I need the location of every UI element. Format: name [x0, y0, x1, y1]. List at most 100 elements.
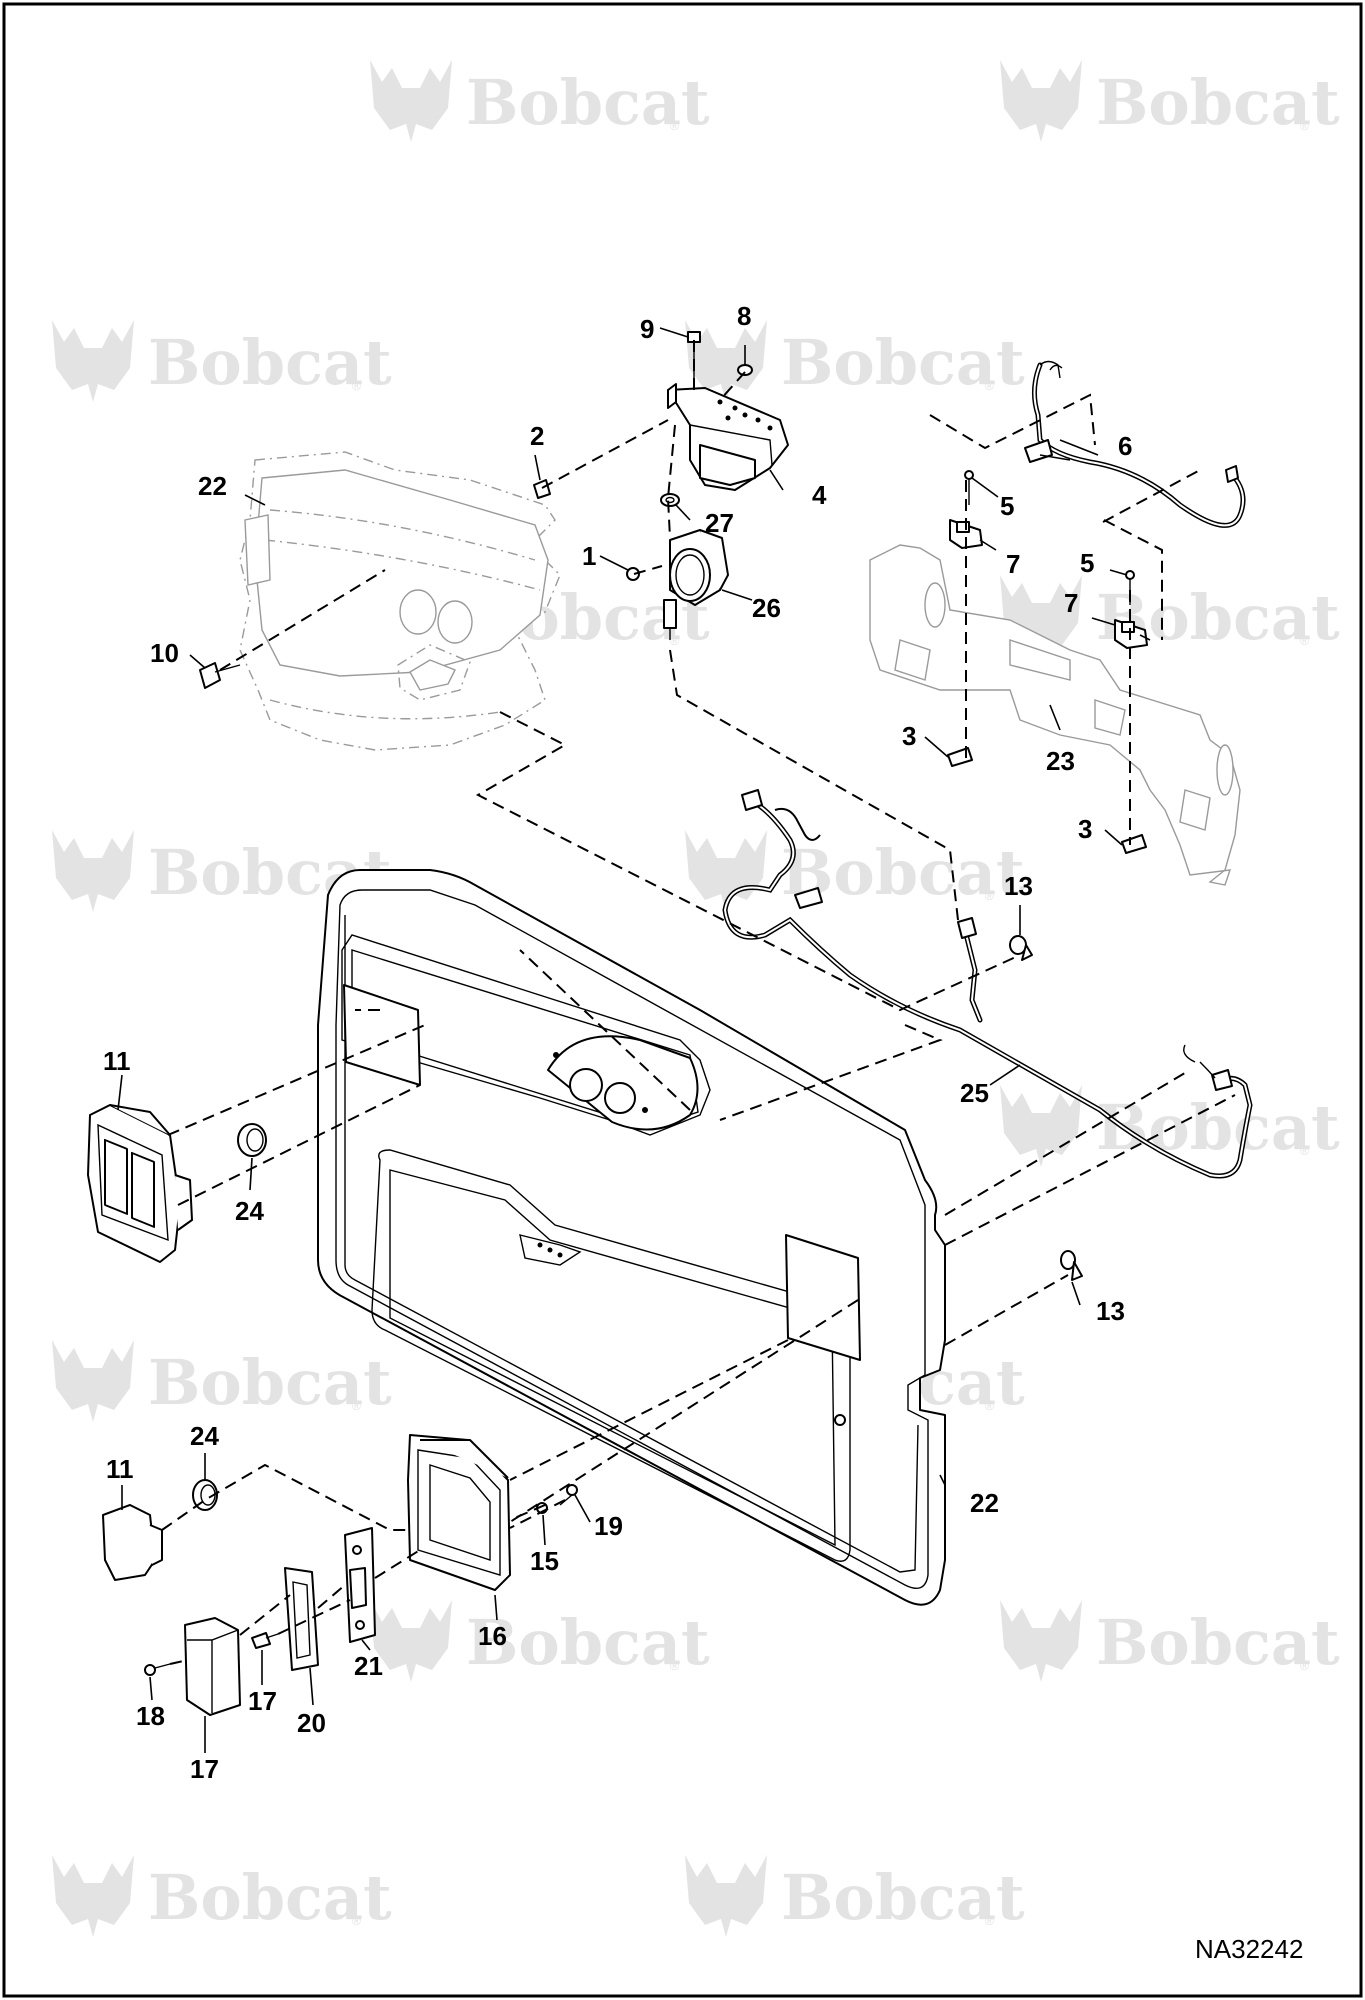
bracket-7a [949, 519, 983, 549]
watermark: Bobcat ® [370, 1600, 710, 1682]
callout-24b: 24 [190, 1421, 219, 1451]
harness-25 [722, 789, 1253, 1179]
callout-25: 25 [960, 1078, 989, 1108]
watermark-text: Bobcat [148, 326, 392, 399]
callout-11b: 11 [106, 1454, 134, 1484]
bobcat-logo-icon [1000, 60, 1082, 142]
watermark-registered: ® [352, 379, 361, 393]
bobcat-logo-icon [370, 1600, 452, 1682]
screw-19 [559, 1484, 578, 1506]
watermark-text: Bobcat [466, 66, 710, 139]
alarm-speaker [663, 529, 729, 640]
callout-1: 1 [582, 541, 596, 571]
callout-17a: 17 [248, 1686, 277, 1716]
watermark-registered: ® [670, 119, 679, 133]
callout-13a: 13 [1004, 871, 1033, 901]
bobcat-logo-icon [52, 1340, 134, 1422]
callout-8: 8 [737, 301, 751, 331]
switch-11b [102, 1504, 163, 1581]
spacer-27 [660, 493, 680, 507]
watermark-registered: ® [670, 1659, 679, 1673]
clip-13a [1009, 935, 1033, 961]
callout-16: 16 [478, 1621, 507, 1651]
watermark-registered: ® [1300, 119, 1309, 133]
callout-5a: 5 [1000, 491, 1014, 521]
watermark-text: Bobcat [148, 1861, 392, 1934]
watermark-registered: ® [352, 1914, 361, 1928]
callout-24a: 24 [235, 1196, 264, 1226]
mounting-frame [869, 544, 1241, 886]
dashboard-ghost-outline [239, 451, 561, 751]
bobcat-logo-icon [52, 320, 134, 402]
callout-13b: 13 [1096, 1296, 1125, 1326]
callout-3b: 3 [1078, 814, 1092, 844]
callout-17b: 17 [190, 1754, 219, 1784]
switch-11a [87, 1104, 193, 1263]
watermark: Bobcat ® [52, 1855, 392, 1937]
bobcat-logo-icon [52, 1855, 134, 1937]
bobcat-logo-icon [685, 830, 767, 912]
speaker-bracket [667, 383, 789, 491]
bobcat-logo-icon [685, 1855, 767, 1937]
callout-leaders [117, 327, 1151, 1753]
callout-18: 18 [136, 1701, 165, 1731]
assembly-lead-lines [161, 340, 1236, 1665]
watermark-registered: ® [985, 379, 994, 393]
callout-26: 26 [752, 593, 781, 623]
mount-plate-21 [344, 1527, 376, 1643]
callout-6: 6 [1118, 431, 1132, 461]
watermark: Bobcat ® [52, 320, 392, 402]
door-panel [317, 869, 946, 1606]
watermark: Bobcat ® [370, 60, 710, 142]
watermark: Bobcat ® [1000, 60, 1340, 142]
callout-10: 10 [150, 638, 179, 668]
watermark: Bobcat ® [52, 1340, 392, 1422]
callout-9: 9 [640, 314, 654, 344]
watermark-registered: ® [352, 1399, 361, 1413]
clip-3b [1121, 834, 1147, 854]
nut-1 [626, 567, 640, 581]
watermark-registered: ® [985, 889, 994, 903]
watermark-text: Bobcat [466, 1606, 710, 1679]
callout-5b: 5 [1080, 548, 1094, 578]
watermark-text: Bobcat [781, 1861, 1025, 1934]
watermark-text: Bobcat [781, 836, 1025, 909]
drawing-code: NA32242 [1195, 1934, 1303, 1964]
watermark: Bobcat ® [685, 830, 1025, 912]
callout-11a: 11 [103, 1046, 131, 1076]
callout-3a: 3 [902, 721, 916, 751]
bobcat-logo-icon [1000, 1085, 1082, 1167]
watermark-text: Bobcat [148, 1346, 392, 1419]
bobcat-logo-icon [1000, 1600, 1082, 1682]
callout-22b: 22 [970, 1488, 999, 1518]
callout-19: 19 [594, 1511, 623, 1541]
callout-20: 20 [297, 1708, 326, 1738]
callout-7b: 7 [1064, 588, 1078, 618]
bobcat-logo-icon [52, 830, 134, 912]
watermark-registered: ® [670, 634, 679, 648]
callout-4: 4 [812, 480, 827, 510]
watermark-registered: ® [985, 1914, 994, 1928]
harness-6 [1024, 360, 1246, 528]
callout-2: 2 [530, 421, 544, 451]
screw-18 [144, 1663, 171, 1676]
callout-23: 23 [1046, 746, 1075, 776]
callout-7a: 7 [1006, 549, 1020, 579]
cover-17b [184, 1617, 241, 1716]
watermark: Bobcat ® [685, 1855, 1025, 1937]
watermark: Bobcat ® [685, 320, 1025, 402]
callout-15: 15 [530, 1546, 559, 1576]
clip-2 [533, 479, 551, 499]
clip-3a [947, 747, 973, 767]
gasket-20 [284, 1567, 319, 1671]
watermark-registered: ® [1300, 1144, 1309, 1158]
callout-21: 21 [354, 1651, 383, 1681]
bobcat-logo-icon [370, 60, 452, 142]
watermark: Bobcat ® [1000, 1600, 1340, 1682]
switch-panel-16 [407, 1434, 511, 1591]
watermark-text: Bobcat [1096, 1606, 1340, 1679]
screw-17a [251, 1632, 279, 1649]
bezel-ring-24a [237, 1123, 267, 1157]
